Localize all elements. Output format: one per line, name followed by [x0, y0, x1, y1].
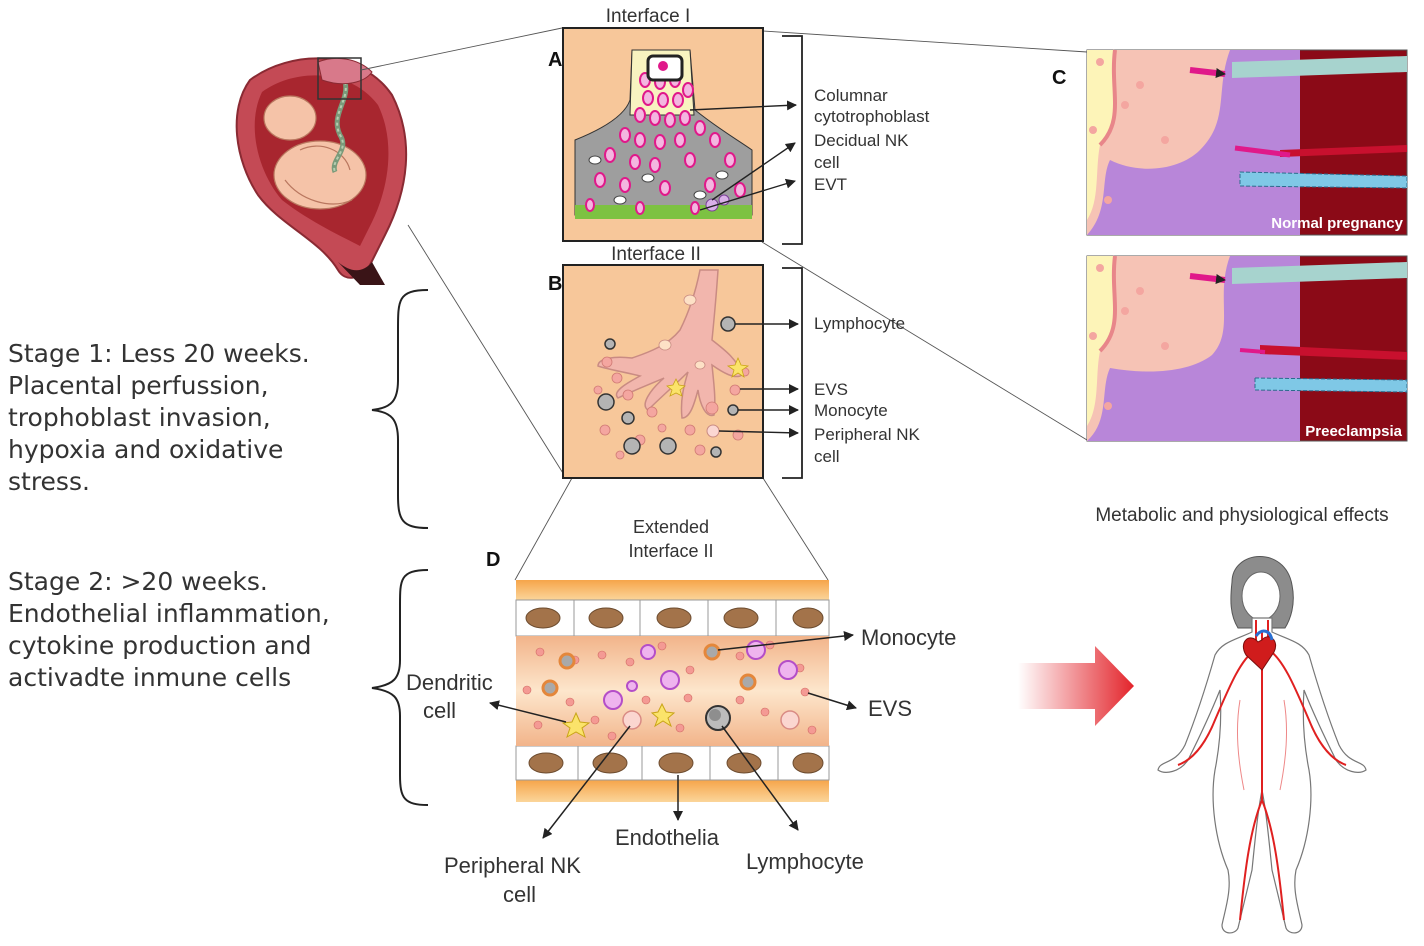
stage2-line-1: Stage 2: >20 weeks. — [8, 567, 268, 596]
label-peripheral-nk-cell-d: cell — [503, 882, 536, 907]
panel-b-arrows — [718, 319, 799, 438]
label-evt: EVT — [814, 175, 847, 194]
panel-c-normal — [1086, 49, 1408, 236]
stage2-brace — [371, 569, 429, 806]
stage2-line-3: cytokine production and — [8, 631, 312, 660]
panel-d-letter: D — [486, 549, 500, 571]
label-dendritic-d: Dendritic — [406, 670, 493, 695]
panel-d-title-line2: Interface II — [628, 541, 713, 561]
stage1-line-4: hypoxia and oxidative — [8, 435, 284, 464]
label-lymphocyte-b: Lymphocyte — [814, 314, 905, 333]
panel-b-bracket — [782, 267, 803, 479]
panel-d-vessel — [515, 580, 830, 802]
label-cytotrophoblast: cytotrophoblast — [814, 107, 930, 126]
stage1-brace — [371, 289, 429, 529]
label-monocyte-b: Monocyte — [814, 401, 888, 420]
effects-arrow — [1018, 646, 1134, 726]
label-endothelia: Endothelia — [615, 825, 720, 850]
panel-c-preeclampsia — [1086, 255, 1408, 442]
stage1-line-2: Placental perfussion, — [8, 371, 269, 400]
label-decidual-nk: Decidual NK — [814, 131, 909, 150]
label-lymphocyte-d: Lymphocyte — [746, 849, 864, 874]
stage1-line-5: stress. — [8, 467, 90, 496]
label-decidual-nk-cell: cell — [814, 153, 840, 172]
panel-a — [562, 27, 764, 242]
stage2-line-2: Endothelial inflammation, — [8, 599, 330, 628]
panel-a-arrows — [689, 100, 797, 211]
female-body-illustration — [1157, 556, 1367, 934]
panel-c-letter: C — [1052, 67, 1066, 89]
stage1-line-1: Stage 1: Less 20 weeks. — [8, 339, 310, 368]
panel-d-title-line1: Extended — [633, 517, 709, 537]
label-dendritic-cell-d: cell — [423, 698, 456, 723]
zoom-lines — [360, 27, 1088, 581]
panel-a-title: Interface I — [606, 6, 691, 27]
stage1-text: Stage 1: Less 20 weeks. Placental perfus… — [8, 338, 310, 498]
label-evs-d: EVS — [868, 696, 912, 721]
label-peripheral-nk-d: Peripheral NK — [444, 853, 581, 878]
label-normal-pregnancy: Normal pregnancy — [1271, 215, 1403, 232]
panel-b-letter: B — [548, 273, 562, 295]
stage1-line-3: trophoblast invasion, — [8, 403, 271, 432]
stage2-line-4: activadte inmune cells — [8, 663, 292, 692]
label-monocyte-d: Monocyte — [861, 625, 956, 650]
label-columnar: Columnar — [814, 86, 888, 105]
panel-a-bracket — [782, 35, 803, 245]
panel-d-arrows — [489, 631, 857, 839]
pregnant-uterus-illustration — [235, 57, 408, 285]
label-evs-b: EVS — [814, 380, 848, 399]
label-peripheral-nk-cell-b: cell — [814, 447, 840, 466]
panel-a-letter: A — [548, 49, 562, 71]
label-preeclampsia: Preeclampsia — [1305, 423, 1402, 440]
effects-title: Metabolic and physiological effects — [1095, 505, 1388, 526]
stage2-text: Stage 2: >20 weeks. Endothelial inflamma… — [8, 566, 330, 694]
label-peripheral-nk-b: Peripheral NK — [814, 425, 920, 444]
panel-b — [562, 264, 764, 479]
panel-b-title: Interface II — [611, 244, 701, 265]
